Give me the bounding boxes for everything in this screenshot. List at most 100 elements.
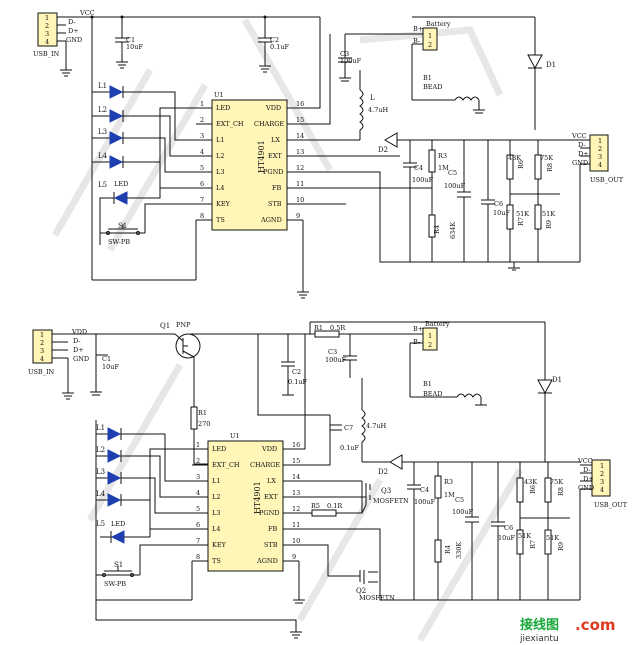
led-ref: L1 — [96, 424, 105, 432]
pin-number: 7 — [200, 196, 204, 204]
top-resistor-r7: R7 51K — [506, 204, 529, 262]
top-switch-s1: S1 SW-PB — [99, 203, 196, 246]
pin-label: 1 — [40, 331, 44, 339]
bottom-ic-ht4901: U1 HT4901 1 2 3 4 5 6 7 8 LED EXT_CH L1 … — [192, 432, 300, 572]
background-watermark — [51, 18, 524, 642]
pin-name: LX — [267, 477, 276, 485]
signal-label: GND — [572, 159, 588, 167]
logo-chinese: 接线图 — [520, 617, 559, 633]
res-value: 75K — [550, 478, 563, 486]
pin-name: LED — [212, 445, 226, 453]
bottom-resistor-r3: R3 1M — [434, 462, 455, 540]
pin-number: 3 — [200, 132, 204, 140]
pin-name: EXT — [268, 152, 282, 160]
battery-label: Battery — [425, 320, 450, 328]
pin-label: 3 — [45, 30, 49, 38]
switch-value: SW-PB — [104, 580, 126, 588]
signal-label: GND — [73, 355, 89, 363]
site-logo: 接线图 .com jiexiantu — [519, 616, 616, 644]
inductor-value: 4.7uH — [366, 422, 387, 430]
left-pins: 1 2 3 4 5 6 7 8 LED EXT_CH L1 L2 L3 L4 K… — [192, 441, 240, 565]
bottom-resistor-r7: R7 51K — [516, 529, 537, 600]
pin-name: AGND — [256, 557, 278, 565]
res-value: 43K — [508, 154, 521, 162]
pin-number: 16 — [296, 100, 304, 108]
led-ref: L2 — [98, 106, 107, 114]
top-resistor-r9: R9 51K — [534, 204, 555, 262]
pin-number: 11 — [296, 180, 304, 188]
top-circuit: 1 2 3 4 VCC D- D+ GND USB_IN C1 10uF C2 … — [33, 9, 624, 299]
led-ref: L3 — [96, 468, 105, 476]
top-resistor-r3: R3 1M — [428, 140, 449, 215]
pin-name: CHARGE — [250, 461, 280, 469]
pin-number: 6 — [200, 180, 204, 188]
cap-ref: C4 — [420, 486, 429, 494]
bottom-inductor: 4.7uH — [361, 378, 387, 462]
res-value: 43K — [524, 478, 537, 486]
pin-name: EXT_CH — [216, 120, 244, 128]
pin-number: 4 — [196, 489, 200, 497]
pin-name: KEY — [216, 200, 231, 208]
signal-label: GND — [66, 36, 82, 44]
signal-label: D+ — [68, 27, 79, 35]
cap-ref: C5 — [455, 496, 464, 504]
bead-ref: B1 — [423, 74, 432, 82]
res-ref: R4 — [444, 545, 452, 554]
top-usb-in-connector: 1 2 3 4 VCC D- D+ GND USB_IN — [33, 9, 95, 77]
pin-name: TS — [212, 557, 221, 565]
diode-ref: D2 — [378, 146, 388, 154]
led-ref: L2 — [96, 446, 105, 454]
signal-label: B- — [413, 37, 420, 45]
connector-label: USB_IN — [33, 50, 60, 58]
bottom-bead: B1 BEAD — [410, 380, 487, 406]
pin-name: AGND — [260, 216, 282, 224]
mosfet-ref: Q3 — [381, 487, 391, 495]
pin-name: L4 — [216, 184, 224, 192]
diode-ref: D1 — [546, 61, 556, 69]
connector-label: USB_OUT — [594, 501, 628, 509]
signal-label: B- — [413, 338, 420, 346]
pin-name: VDD — [265, 104, 281, 112]
led-ref: L5 — [96, 520, 105, 528]
pin-name: L1 — [216, 136, 224, 144]
top-resistor-r4: R4 634K — [428, 214, 457, 262]
ic-ref: U1 — [230, 432, 240, 440]
bottom-cap-c5: C5 100uF — [452, 462, 479, 600]
signal-label: D+ — [578, 150, 589, 158]
res-value: 75K — [540, 154, 553, 162]
cap-value: 10uF — [493, 209, 510, 217]
res-value: 330K — [455, 542, 463, 559]
signal-label: VCC — [577, 457, 593, 465]
pin-label: 1 — [600, 462, 604, 470]
res-ref: R9 — [545, 220, 553, 229]
battery-label: Battery — [426, 20, 451, 28]
cap-value: 100uF — [444, 182, 466, 190]
ic-part: HT4901 — [257, 140, 266, 173]
pin-number: 14 — [292, 473, 300, 481]
cap-ref: C3 — [340, 50, 349, 58]
pin-number: 12 — [292, 505, 300, 513]
inductor-ref: L — [370, 94, 375, 102]
pin-label: 1 — [598, 137, 602, 145]
signal-label: D+ — [73, 346, 84, 354]
pin-name: LX — [271, 136, 280, 144]
pin-label: 4 — [600, 486, 604, 494]
bottom-battery-connector: Battery 1 2 B+ B- — [400, 320, 450, 397]
bottom-resistor-r4: R4 330K — [434, 539, 463, 600]
ic-part: HT4901 — [253, 481, 262, 514]
cap-value: 100uF — [452, 508, 474, 516]
pin-label: 3 — [598, 153, 602, 161]
pin-name: STB — [264, 541, 278, 549]
res-value: 51K — [518, 532, 531, 540]
top-cap-c2: C2 0.1uF — [258, 17, 290, 73]
pin-number: 2 — [200, 116, 204, 124]
top-inductor: L 4.7uH — [359, 70, 389, 140]
diode-ref: D2 — [378, 468, 388, 476]
bottom-switch-s1: S1 SW-PB — [96, 544, 192, 588]
transistor-type: PNP — [176, 321, 191, 329]
bottom-led-array: L1 L2 L3 L4 L5 LED — [95, 420, 192, 600]
res-value: 0.1R — [327, 502, 343, 510]
pin-number: 16 — [292, 441, 300, 449]
bottom-cap-c2: C2 0.1uF — [281, 334, 308, 396]
mosfet-ref: Q2 — [356, 587, 366, 595]
